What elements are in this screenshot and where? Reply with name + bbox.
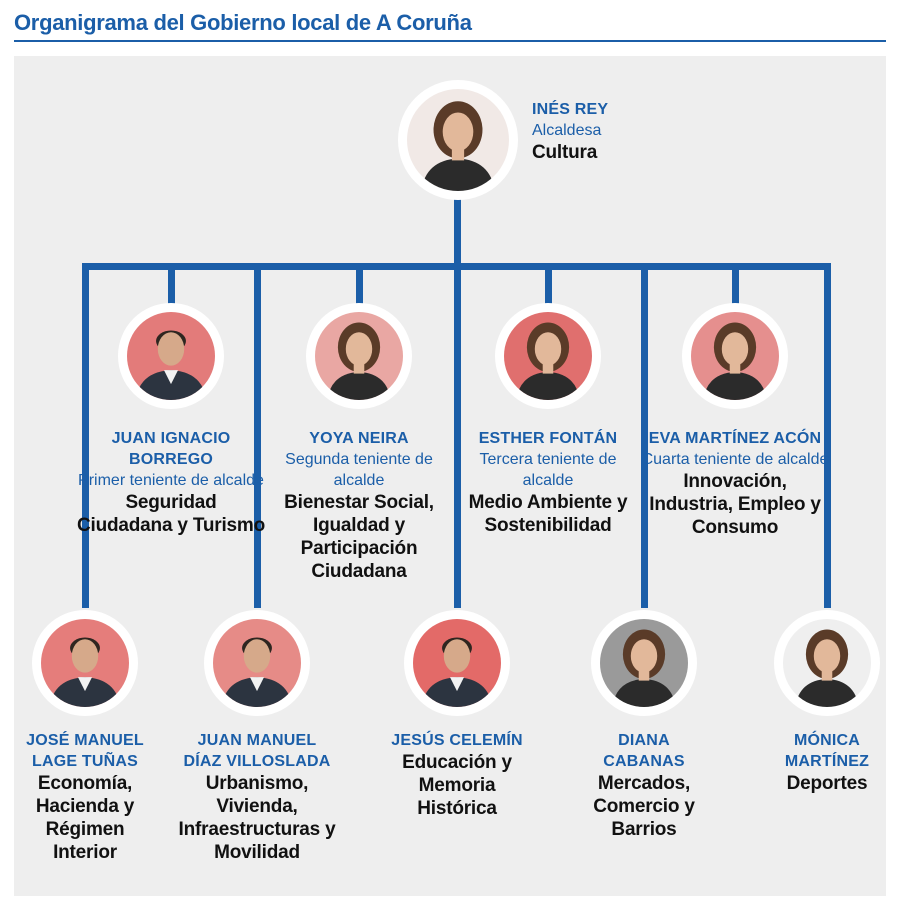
label-diaz: JUAN MANUEL DÍAZ VILLOSLADA Urbanismo, V… bbox=[162, 730, 352, 864]
dept-diaz: Urbanismo, Vivienda, Infraestructuras y … bbox=[177, 772, 337, 864]
photo-martinez-acon bbox=[682, 303, 788, 409]
connector-trunk bbox=[454, 196, 461, 608]
mayor-name: INÉS REY bbox=[532, 99, 672, 120]
mayor-label: INÉS REY Alcaldesa Cultura bbox=[532, 99, 672, 164]
role-borrego: Primer teniente de alcalde bbox=[76, 470, 266, 491]
photo-fontan bbox=[495, 303, 601, 409]
role-neira: Segunda teniente de alcalde bbox=[264, 449, 454, 491]
name-cabanas: DIANA CABANAS bbox=[594, 730, 694, 772]
dept-cabanas: Mercados, Comercio y Barrios bbox=[579, 772, 709, 841]
role-fontan: Tercera teniente de alcalde bbox=[453, 449, 643, 491]
name-diaz: JUAN MANUEL DÍAZ VILLOSLADA bbox=[182, 730, 332, 772]
chart-title: Organigrama del Gobierno local de A Coru… bbox=[14, 10, 472, 36]
photo-celemin bbox=[404, 610, 510, 716]
photo-neira bbox=[306, 303, 412, 409]
dept-martinez-acon: Innovación, Industria, Empleo y Consumo bbox=[640, 470, 830, 539]
name-monica: MÓNICA MARTÍNEZ bbox=[772, 730, 882, 772]
label-celemin: JESÚS CELEMÍN Educación y Memoria Histór… bbox=[362, 730, 552, 820]
name-celemin: JESÚS CELEMÍN bbox=[362, 730, 552, 751]
dept-monica: Deportes bbox=[732, 772, 900, 795]
dept-lage: Economía, Hacienda y Régimen Interior bbox=[15, 772, 155, 864]
label-martinez-acon: EVA MARTÍNEZ ACÓN Cuarta teniente de alc… bbox=[640, 428, 830, 539]
mayor-role: Alcaldesa bbox=[532, 120, 672, 141]
label-monica: MÓNICA MARTÍNEZ Deportes bbox=[732, 730, 900, 795]
mayor-photo bbox=[398, 80, 518, 200]
label-neira: YOYA NEIRA Segunda teniente de alcalde B… bbox=[264, 428, 454, 583]
name-borrego: JUAN IGNACIO BORREGO bbox=[76, 428, 266, 470]
photo-diaz bbox=[204, 610, 310, 716]
connector-drop-martinez-acon bbox=[732, 263, 739, 305]
photo-cabanas bbox=[591, 610, 697, 716]
connector-drop-neira bbox=[356, 263, 363, 305]
connector-drop-borrego bbox=[168, 263, 175, 305]
label-borrego: JUAN IGNACIO BORREGO Primer teniente de … bbox=[76, 428, 266, 537]
connector-bar bbox=[82, 263, 831, 270]
photo-monica bbox=[774, 610, 880, 716]
mayor-dept: Cultura bbox=[532, 141, 672, 164]
title-rule bbox=[14, 40, 886, 42]
name-neira: YOYA NEIRA bbox=[264, 428, 454, 449]
label-cabanas: DIANA CABANAS Mercados, Comercio y Barri… bbox=[549, 730, 739, 841]
photo-lage bbox=[32, 610, 138, 716]
role-martinez-acon: Cuarta teniente de alcalde bbox=[640, 449, 830, 470]
connector-drop-fontan bbox=[545, 263, 552, 305]
dept-celemin: Educación y Memoria Histórica bbox=[387, 751, 527, 820]
dept-borrego: Seguridad Ciudadana y Turismo bbox=[76, 491, 266, 537]
dept-neira: Bienestar Social, Igualdad y Participaci… bbox=[264, 491, 454, 583]
dept-fontan: Medio Ambiente y Sostenibilidad bbox=[453, 491, 643, 537]
label-lage: JOSÉ MANUEL LAGE TUÑAS Economía, Haciend… bbox=[0, 730, 180, 864]
name-fontan: ESTHER FONTÁN bbox=[453, 428, 643, 449]
photo-borrego bbox=[118, 303, 224, 409]
name-lage: JOSÉ MANUEL LAGE TUÑAS bbox=[25, 730, 145, 772]
name-martinez-acon: EVA MARTÍNEZ ACÓN bbox=[640, 428, 830, 449]
label-fontan: ESTHER FONTÁN Tercera teniente de alcald… bbox=[453, 428, 643, 537]
